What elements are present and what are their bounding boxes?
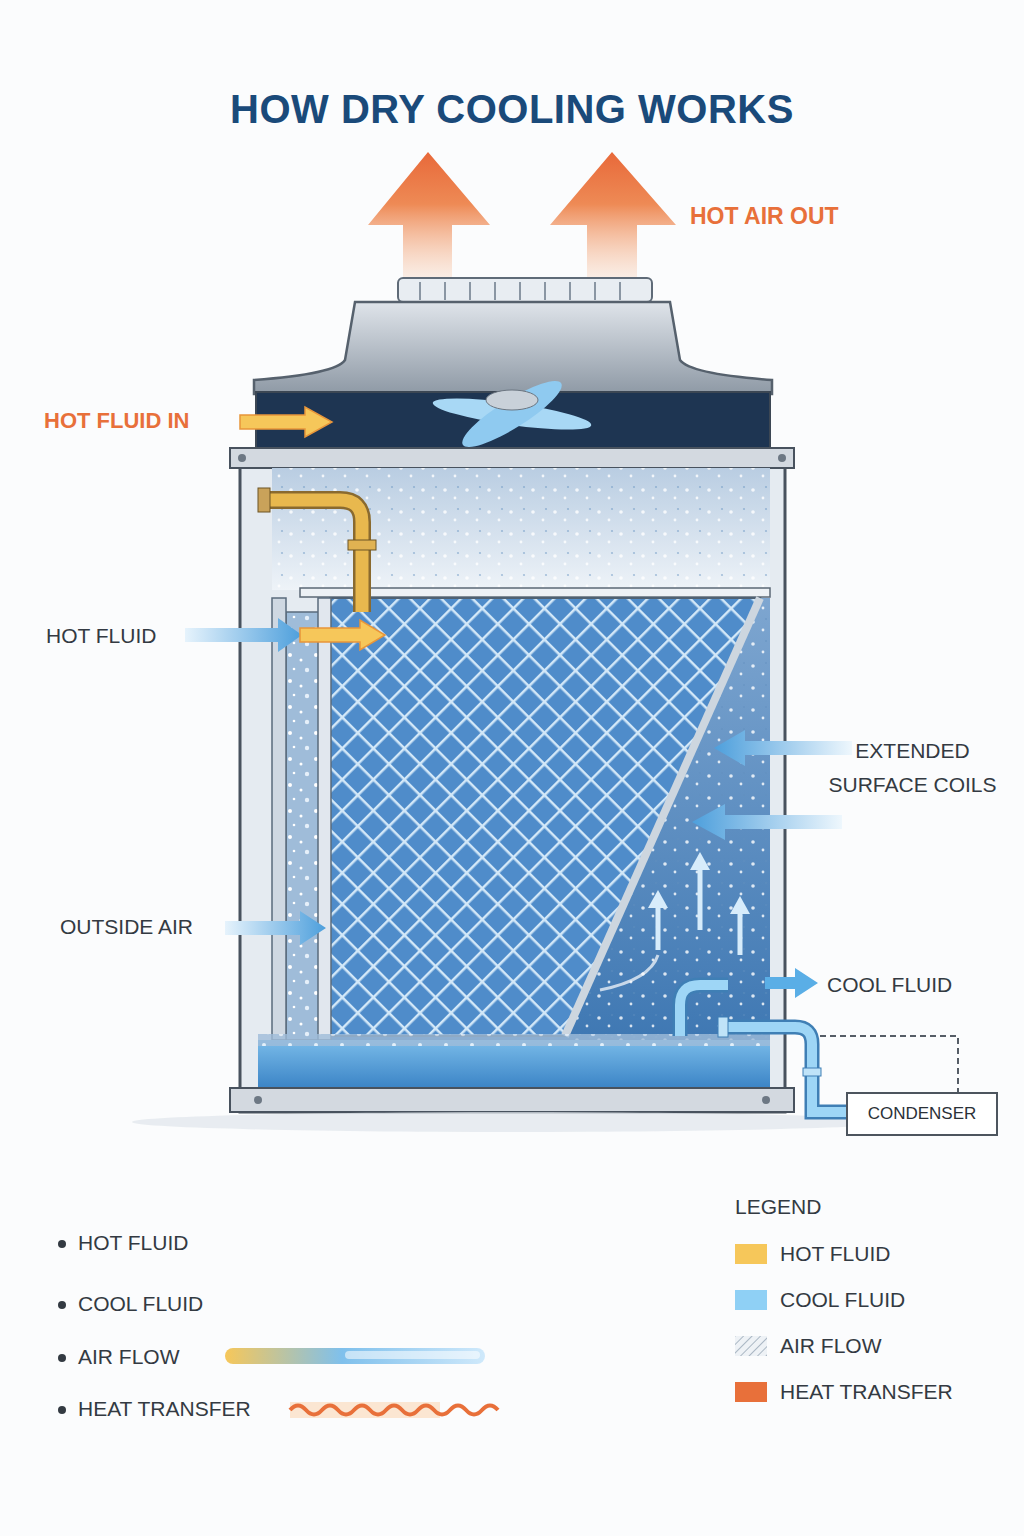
callout-label: HOT FLUID IN	[44, 408, 189, 433]
legend-label: HEAT TRANSFER	[780, 1380, 953, 1404]
bolt	[778, 454, 786, 462]
air-flow-swatch	[735, 1336, 767, 1356]
grill-bars	[420, 282, 620, 300]
equipment-box: CONDENSER	[846, 1092, 998, 1136]
legend-label: COOL FLUID	[78, 1292, 203, 1316]
bullet	[58, 1301, 66, 1309]
air-arrow	[225, 911, 326, 945]
callout-label: EXTENDED SURFACE COILS	[805, 734, 1020, 802]
control-line	[820, 1036, 958, 1092]
air-rise-head	[730, 896, 750, 914]
legend-label: HOT FLUID	[780, 1242, 890, 1266]
base-rail	[230, 1088, 794, 1112]
fan-hub	[486, 390, 538, 410]
bullet	[58, 1406, 66, 1414]
hot-air-arrow	[550, 152, 676, 282]
basin	[258, 1040, 770, 1088]
air-arrow	[692, 804, 842, 840]
box-label: CONDENSER	[868, 1104, 977, 1124]
hot-pipe	[262, 500, 362, 612]
frame-post	[318, 598, 331, 1040]
hot-air-arrow	[368, 152, 490, 282]
fan-blade	[455, 371, 568, 456]
cool-pipe-outline	[720, 1027, 848, 1112]
air-arrow	[714, 730, 852, 766]
pipe-flange	[258, 488, 270, 512]
legend-label: HOT FLUID	[78, 1231, 188, 1255]
cooler-frame	[240, 450, 785, 1112]
heat-transfer-sample	[290, 1406, 498, 1415]
air-rise-head	[690, 852, 710, 870]
air-rise	[698, 868, 703, 930]
bullet	[58, 1354, 66, 1362]
callout-label: OUTSIDE AIR	[60, 915, 193, 939]
legend-label: AIR FLOW	[780, 1334, 882, 1358]
bolt	[762, 1096, 770, 1104]
legend-label: HEAT TRANSFER	[78, 1397, 251, 1421]
hot-pipe-outline	[262, 500, 362, 612]
air-arrow	[185, 618, 302, 652]
fan-housing	[254, 302, 772, 394]
legend-label: AIR FLOW	[78, 1345, 180, 1369]
legend-swatch	[735, 1382, 767, 1402]
ground-shadow	[132, 1112, 892, 1132]
callout-label: LEGEND	[735, 1195, 821, 1219]
air-flow-highlight	[345, 1351, 480, 1359]
side-panel	[286, 612, 320, 1040]
fan-grill	[398, 278, 652, 302]
basin-foam	[258, 1034, 770, 1046]
pipe-flange	[803, 1068, 821, 1076]
legend-label: COOL FLUID	[780, 1288, 905, 1312]
cool-pipe-outline	[680, 985, 728, 1036]
cool-pipe	[680, 985, 728, 1036]
plenum-speckles	[272, 468, 770, 590]
air-flow-sample	[225, 1348, 485, 1364]
legend-swatch	[735, 1290, 767, 1310]
callout-label: HOT AIR OUT	[690, 203, 839, 229]
callout-label: HOT FLUID	[46, 624, 156, 648]
top-rail	[230, 448, 794, 468]
frame-post	[272, 598, 286, 1040]
cool-pipe	[720, 1027, 848, 1112]
air-wisp	[600, 955, 658, 990]
air-rise-head	[648, 890, 668, 908]
cool-fluid-arrow	[765, 968, 818, 998]
legend-swatch	[735, 1244, 767, 1264]
callout-label: COOL FLUID	[827, 973, 952, 997]
air-rise	[738, 912, 743, 955]
pipe-flange	[718, 1017, 728, 1037]
pipe-flange	[348, 540, 376, 550]
plenum	[272, 468, 770, 590]
finned-coil	[330, 598, 760, 1036]
hot-fluid-arrow	[300, 620, 385, 650]
air-rise	[656, 905, 661, 950]
bolt	[254, 1096, 262, 1104]
hot-fluid-arrow	[240, 407, 332, 437]
diagram-title: HOW DRY COOLING WORKS	[0, 86, 1024, 132]
bullet	[58, 1240, 66, 1248]
bolt	[238, 454, 246, 462]
